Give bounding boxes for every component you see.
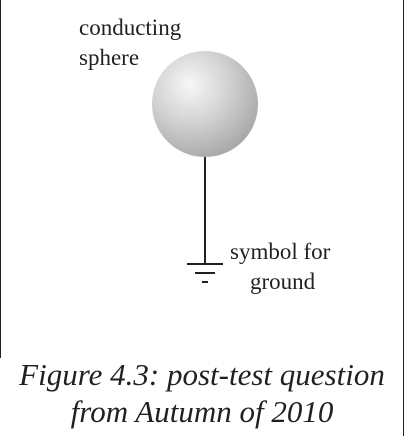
sphere-label-line-2: sphere: [79, 45, 140, 70]
ground-symbol: [187, 263, 223, 283]
conducting-sphere: [152, 51, 258, 157]
ground-label-line-1: symbol for: [230, 239, 331, 264]
figure-caption-line-2: from Autumn of 2010: [70, 394, 334, 429]
ground-label-line-2: ground: [250, 269, 316, 294]
sphere-label-line-1: conducting: [79, 15, 182, 40]
left-frame-line: [0, 0, 1, 358]
sphere-ground-diagram: [152, 51, 258, 283]
figure-caption-line-1: Figure 4.3: post-test question: [19, 357, 385, 392]
